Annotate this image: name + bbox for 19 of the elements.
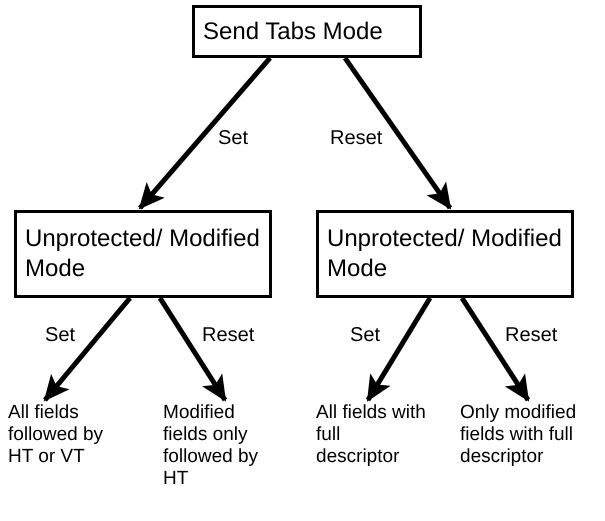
- mode-box: Send Tabs Mode: [192, 5, 422, 58]
- arrow: [366, 296, 432, 402]
- arrow: [43, 296, 132, 402]
- arrow: [342, 56, 452, 210]
- arrow: [460, 296, 530, 402]
- mode-box: Unprotected/ Modified Mode: [14, 210, 272, 298]
- edge-label: Reset: [202, 325, 254, 345]
- mode-box: Unprotected/ Modified Mode: [316, 210, 574, 298]
- edge-label: Reset: [505, 325, 558, 345]
- edge-label: Set: [218, 128, 248, 148]
- arrow: [158, 296, 228, 402]
- outcome-text: Only modified fields with full descriptor: [460, 402, 605, 468]
- outcome-text: All fields followed by HT or VT: [8, 402, 118, 468]
- edge-label: Set: [350, 325, 380, 345]
- edge-label: Set: [45, 325, 76, 345]
- outcome-text: Modified fields only followed by HT: [163, 402, 281, 490]
- edge-label: Reset: [330, 128, 382, 148]
- outcome-text: All fields with full descriptor: [316, 402, 426, 468]
- arrow: [138, 56, 272, 210]
